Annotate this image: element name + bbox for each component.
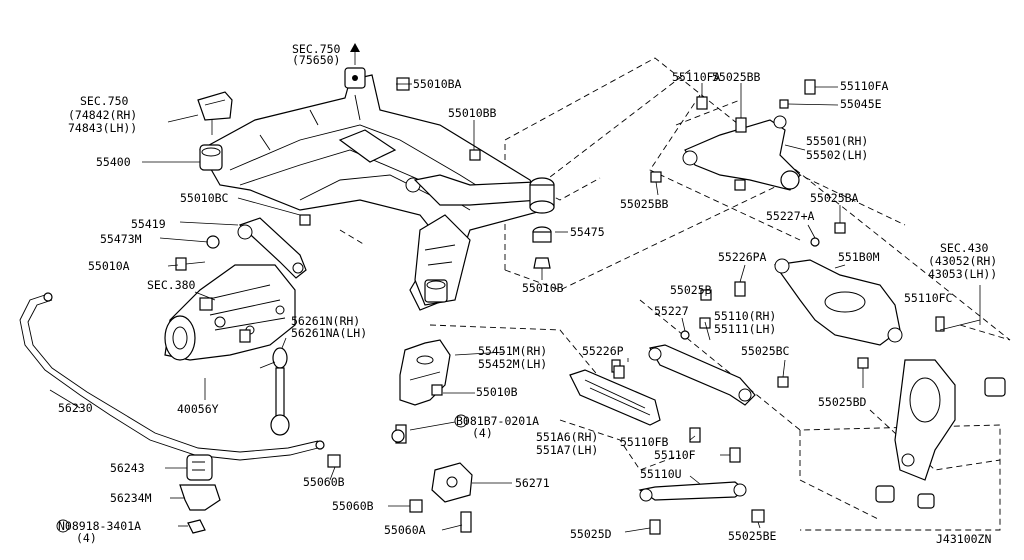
label-55110FB[interactable]: 55110FB (620, 435, 669, 449)
label-08918[interactable]: N08918-3401A(4) (58, 519, 141, 545)
label-55060A[interactable]: 55060A (384, 523, 426, 537)
label-55110F[interactable]: 55110F (654, 448, 696, 462)
label-56234M[interactable]: 56234M (110, 491, 152, 505)
lateral-link-55110 (648, 317, 789, 443)
knuckle-sec430 (857, 285, 1006, 509)
label-55010A[interactable]: 55010A (88, 259, 130, 273)
part-labels: SEC.750(75650) SEC.750(74842(RH)74843(LH… (58, 42, 997, 546)
label-551A6[interactable]: 551A6(RH)551A7(LH) (536, 430, 598, 457)
label-55451M[interactable]: 55451M(RH)55452M(LH) (478, 344, 547, 371)
label-55110FC[interactable]: 55110FC (904, 291, 953, 305)
upper-arm-55501 (682, 79, 816, 191)
bracket-55451M (395, 339, 451, 444)
label-sec380[interactable]: SEC.380 (147, 278, 196, 292)
label-55025BE[interactable]: 55025BE (728, 529, 777, 543)
label-55025B[interactable]: 55025B (670, 283, 712, 297)
label-55419[interactable]: 55419 (131, 217, 166, 231)
diagram-id: J43100ZN (936, 532, 991, 546)
label-55025BD[interactable]: 55025BD (818, 395, 867, 409)
stabilizer-bar (19, 292, 325, 461)
leader-lines (49, 83, 864, 533)
label-55025D[interactable]: 55025D (570, 527, 612, 541)
label-56230[interactable]: 56230 (58, 401, 93, 415)
label-55110[interactable]: 55110(RH)55111(LH) (714, 309, 776, 336)
stabilizer-link (259, 347, 290, 436)
label-55025BB-1[interactable]: 55025BB (712, 70, 761, 84)
label-55010B-2[interactable]: 55010B (476, 385, 518, 399)
bushing-55475 (529, 177, 555, 269)
label-081B7[interactable]: B081B7-0201A(4) (456, 414, 539, 440)
label-551B0M[interactable]: 551B0M (838, 250, 880, 264)
differential-sec380 (164, 264, 296, 361)
label-55025BA[interactable]: 55025BA (810, 191, 859, 205)
label-55110FA-2[interactable]: 55110FA (840, 79, 889, 93)
label-55110FA-1[interactable]: 55110FA (672, 70, 721, 84)
mount-bracket-left (197, 91, 233, 135)
label-56243[interactable]: 56243 (110, 461, 145, 475)
label-55475[interactable]: 55475 (570, 225, 605, 239)
label-55010BC[interactable]: 55010BC (180, 191, 229, 205)
label-55010BB[interactable]: 55010BB (448, 106, 497, 120)
label-55227[interactable]: 55227 (654, 304, 689, 318)
label-55025BB-2[interactable]: 55025BB (620, 197, 669, 211)
rear-suspension-member (199, 67, 546, 311)
circled-prefix-marks (56, 414, 468, 533)
label-sec750-top[interactable]: SEC.750(75650) (292, 42, 341, 67)
label-sec430[interactable]: SEC.430(43052(RH)43053(LH)) (928, 241, 997, 281)
label-56271[interactable]: 56271 (515, 476, 550, 490)
label-55025BC[interactable]: 55025BC (741, 344, 790, 358)
label-55226P[interactable]: 55226P (582, 344, 624, 358)
label-55060B-1[interactable]: 55060B (303, 475, 345, 489)
label-55501[interactable]: 55501(RH)55502(LH) (806, 134, 868, 162)
label-55010B-1[interactable]: 55010B (522, 281, 564, 295)
label-55400[interactable]: 55400 (96, 155, 131, 169)
label-55226PA[interactable]: 55226PA (718, 250, 767, 264)
label-55227A[interactable]: 55227+A (766, 209, 815, 223)
label-sec750-left[interactable]: SEC.750(74842(RH)74843(LH)) (68, 94, 137, 135)
label-55110U[interactable]: 55110U (640, 467, 682, 481)
lower-arm-551B0M (773, 222, 903, 346)
bracket-56271 (327, 454, 473, 533)
label-55010BA[interactable]: 55010BA (413, 77, 462, 91)
label-55473M[interactable]: 55473M (100, 232, 142, 246)
stabilizer-bushing (179, 454, 221, 534)
label-55045E[interactable]: 55045E (840, 97, 882, 111)
link-55419 (175, 214, 311, 279)
label-56261N[interactable]: 56261N(RH)56261NA(LH) (291, 314, 367, 340)
label-55060B-2[interactable]: 55060B (332, 499, 374, 513)
sec750-arrow (350, 43, 360, 65)
label-40056Y[interactable]: 40056Y (177, 402, 219, 416)
